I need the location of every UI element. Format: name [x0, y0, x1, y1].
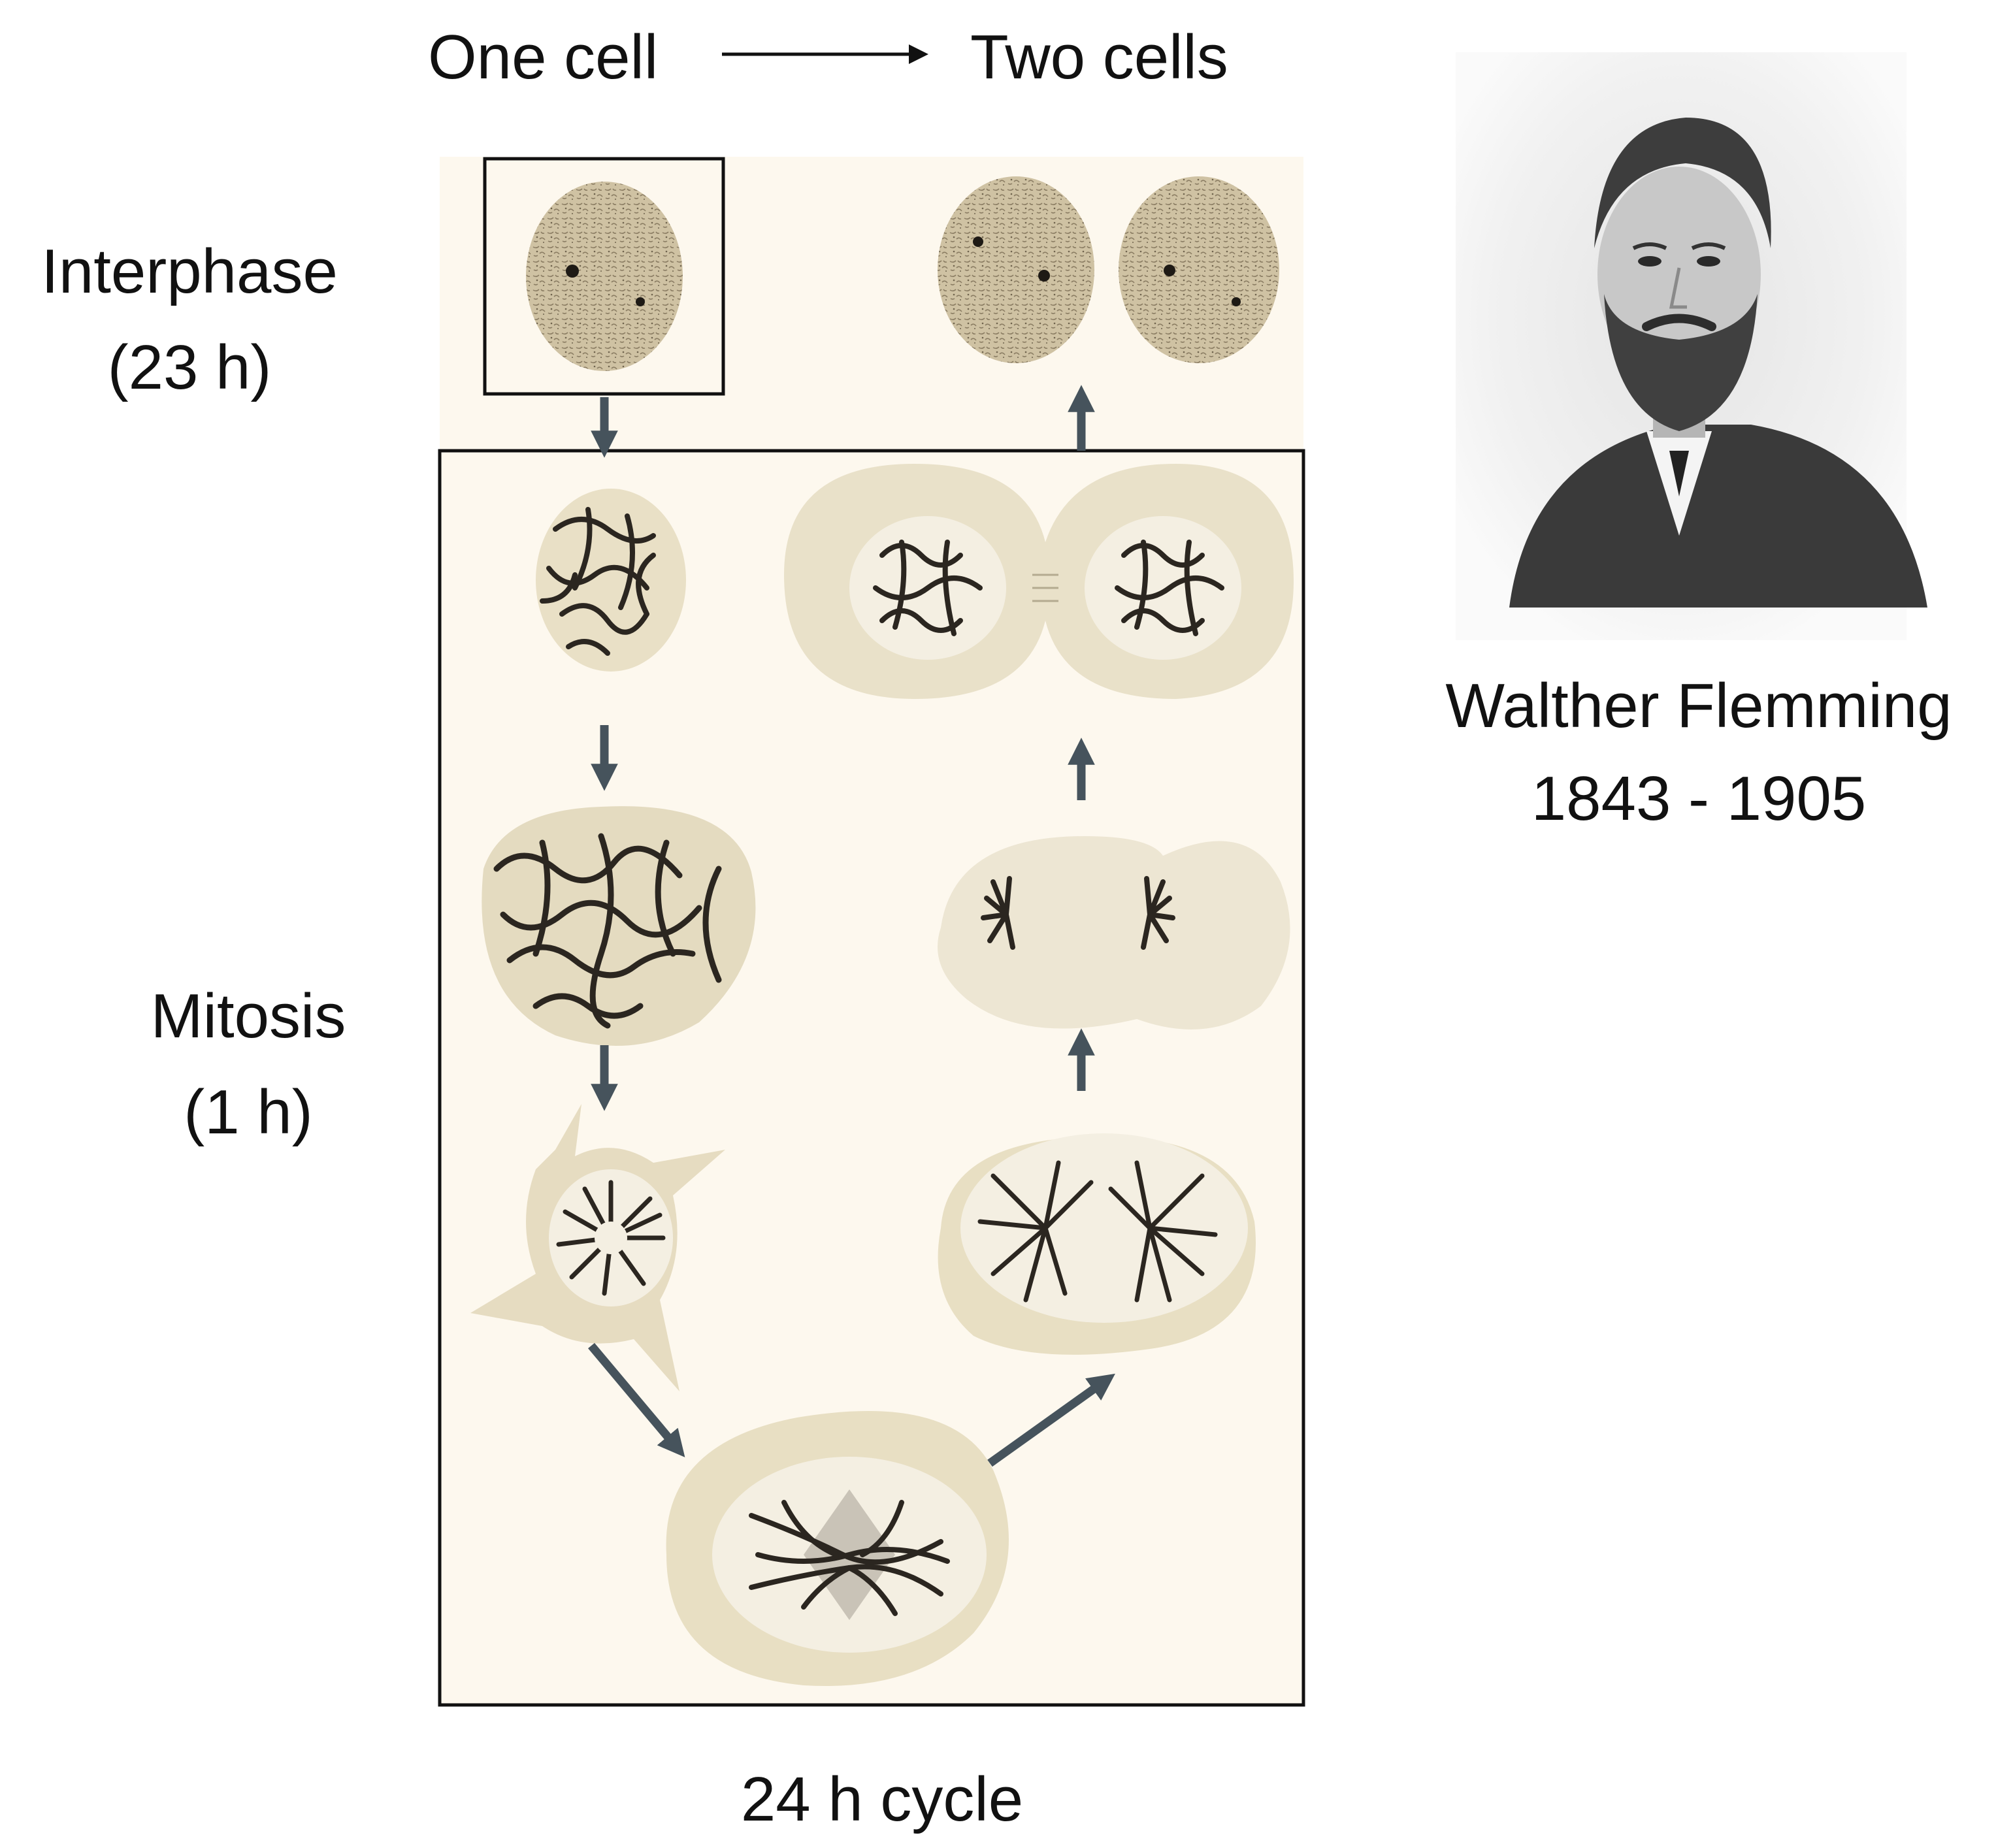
scientist-name: Walther Flemming — [1445, 671, 1952, 741]
interphase-duration: (23 h) — [107, 332, 272, 402]
interphase-daughter-cell-right — [1119, 176, 1279, 363]
one-cell-label: One cell — [428, 22, 659, 92]
telophase-cell — [784, 464, 1294, 699]
mitosis-label: Mitosis — [150, 981, 346, 1051]
interphase-cell-one — [526, 182, 683, 371]
arrow-prometaphase-to-metaphase — [588, 1342, 685, 1457]
cycle-label: 24 h cycle — [740, 1764, 1024, 1834]
interphase-label: Interphase — [41, 236, 338, 306]
metaphase-cell — [666, 1411, 1009, 1686]
interphase-daughter-cell-left — [938, 176, 1094, 363]
two-cells-label: Two cells — [970, 22, 1228, 92]
late-anaphase-cell — [938, 836, 1290, 1029]
mitosis-duration: (1 h) — [184, 1077, 313, 1147]
portrait-photo — [1456, 52, 1927, 640]
prometaphase-cell — [470, 1104, 725, 1391]
late-prophase-cell — [482, 806, 756, 1046]
early-anaphase-cell — [938, 1133, 1256, 1355]
prophase-cell — [536, 489, 686, 672]
single-cell-highlight-box — [483, 157, 725, 396]
arrow-metaphase-to-anaphase — [987, 1373, 1115, 1467]
scientist-years: 1843 - 1905 — [1531, 764, 1867, 834]
